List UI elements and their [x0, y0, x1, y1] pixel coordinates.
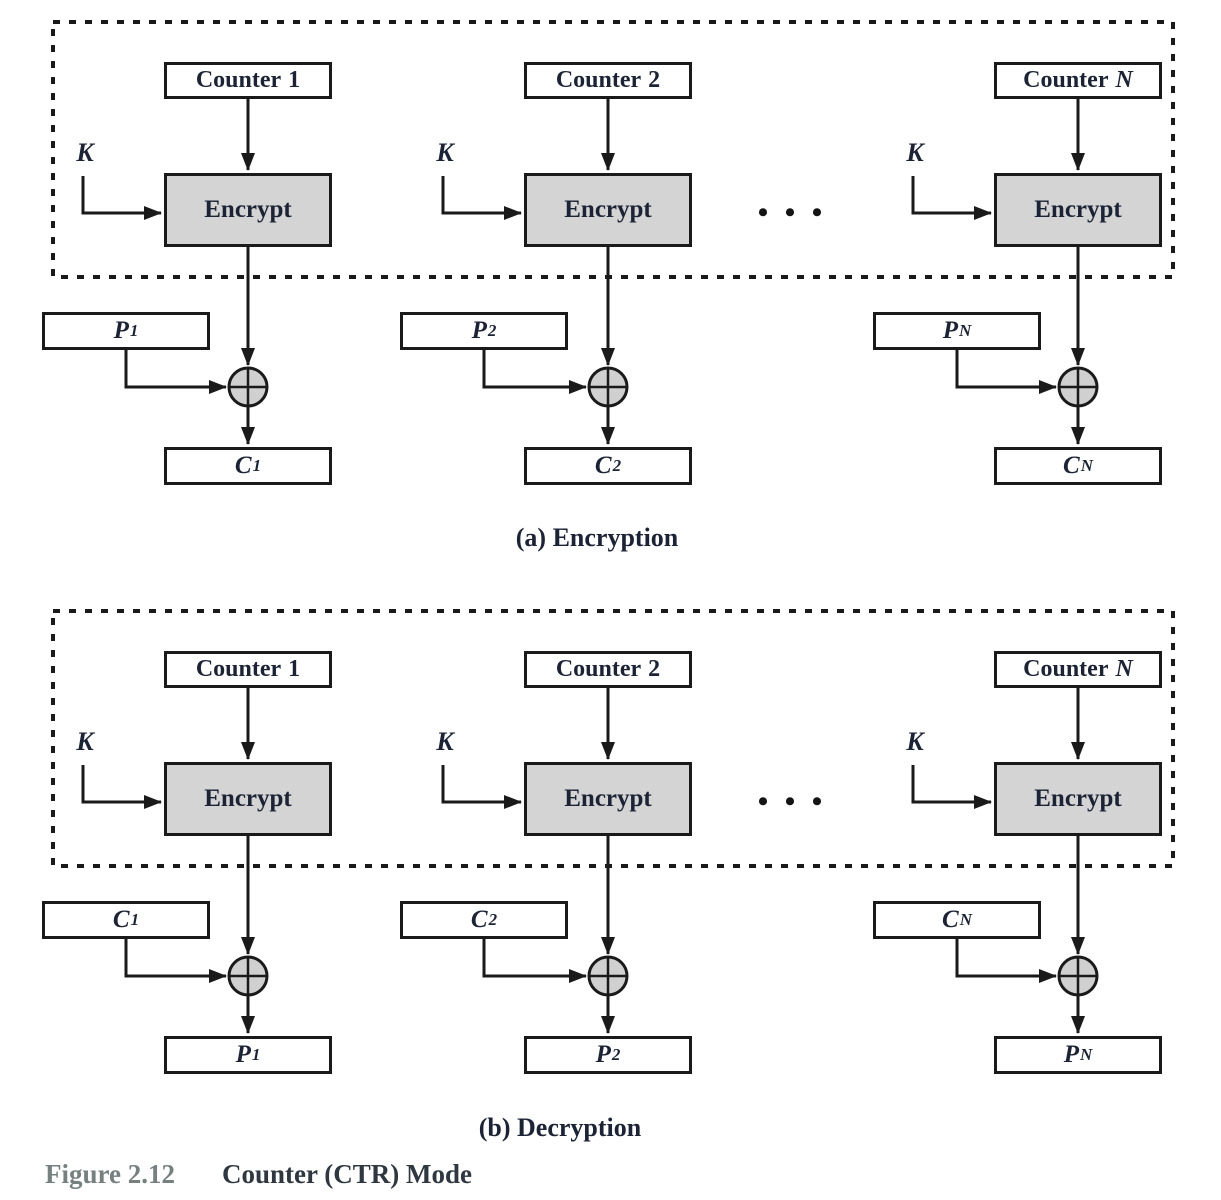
counter-index: N — [1115, 656, 1133, 682]
connectors-a-colN — [911, 99, 1099, 445]
block-letter: P — [235, 1041, 251, 1068]
key-label-b1: K — [76, 727, 94, 756]
counter-label: Counter — [195, 656, 282, 682]
section-label-encryption: (a) Encryption — [515, 523, 679, 552]
encrypt-box-a2: Encrypt — [524, 173, 692, 247]
key-label-b2: K — [436, 727, 454, 756]
block-letter: P — [471, 317, 487, 344]
xor-icon — [227, 955, 269, 997]
key-label-bN: K — [906, 727, 924, 756]
xor-icon — [1057, 955, 1099, 997]
block-letter: C — [594, 452, 612, 479]
encrypt-box-b1: Encrypt — [164, 762, 332, 836]
input-to-xor-arrow — [482, 350, 587, 394]
block-letter: P — [1063, 1041, 1079, 1068]
encrypt-box-aN: Encrypt — [994, 173, 1162, 247]
key-arrow — [81, 765, 162, 809]
connectors-a-col2 — [441, 99, 629, 445]
input-to-xor-arrow — [124, 350, 227, 394]
block-letter: P — [113, 317, 129, 344]
counter-index: 2 — [648, 656, 661, 682]
key-label-aN: K — [906, 138, 924, 167]
block-letter: C — [112, 906, 130, 933]
counter-label: Counter — [1023, 67, 1109, 93]
key-arrow — [81, 176, 162, 220]
xor-icon — [1057, 366, 1099, 408]
key-arrow — [911, 176, 992, 220]
connectors-b-colN — [911, 688, 1099, 1034]
encrypt-box-bN: Encrypt — [994, 762, 1162, 836]
block-letter: P — [595, 1041, 611, 1068]
key-arrow — [911, 765, 992, 809]
input-to-xor-arrow — [482, 939, 587, 983]
counter-label: Counter — [555, 67, 642, 93]
figure-caption-number: Figure 2.12 — [45, 1159, 175, 1189]
connectors-b-col1 — [81, 688, 269, 1034]
block-letter: C — [234, 452, 252, 479]
counter-index: 1 — [288, 656, 301, 682]
input-to-xor-arrow — [955, 350, 1057, 394]
connectors-a-col1 — [81, 99, 269, 445]
encrypt-box-a1: Encrypt — [164, 173, 332, 247]
block-letter: C — [1063, 452, 1080, 479]
counter-label: Counter — [195, 67, 282, 93]
encrypt-box-b2: Encrypt — [524, 762, 692, 836]
figure-caption-title: Counter (CTR) Mode — [222, 1159, 472, 1189]
key-label-a2: K — [436, 138, 454, 167]
ellipsis-b: • • • — [757, 785, 823, 818]
decryption-dashed-boundary — [51, 609, 1175, 868]
encryption-dashed-boundary — [51, 20, 1175, 279]
key-arrow — [441, 176, 522, 220]
input-to-xor-arrow — [955, 939, 1057, 983]
ellipsis-a: • • • — [757, 196, 823, 229]
input-to-xor-arrow — [124, 939, 227, 983]
counter-index: 1 — [288, 67, 301, 93]
block-letter: C — [942, 906, 959, 933]
key-label-a1: K — [76, 138, 94, 167]
xor-icon — [587, 955, 629, 997]
counter-label: Counter — [1023, 656, 1109, 682]
xor-icon — [587, 366, 629, 408]
figure-caption: Figure 2.12 Counter (CTR) Mode — [45, 1159, 472, 1190]
counter-index: 2 — [648, 67, 661, 93]
block-letter: P — [942, 317, 958, 344]
counter-label: Counter — [555, 656, 642, 682]
counter-index: N — [1115, 67, 1133, 93]
connectors-b-col2 — [441, 688, 629, 1034]
block-letter: C — [470, 906, 488, 933]
xor-icon — [227, 366, 269, 408]
key-arrow — [441, 765, 522, 809]
section-label-decryption: (b) Decryption — [478, 1113, 642, 1142]
